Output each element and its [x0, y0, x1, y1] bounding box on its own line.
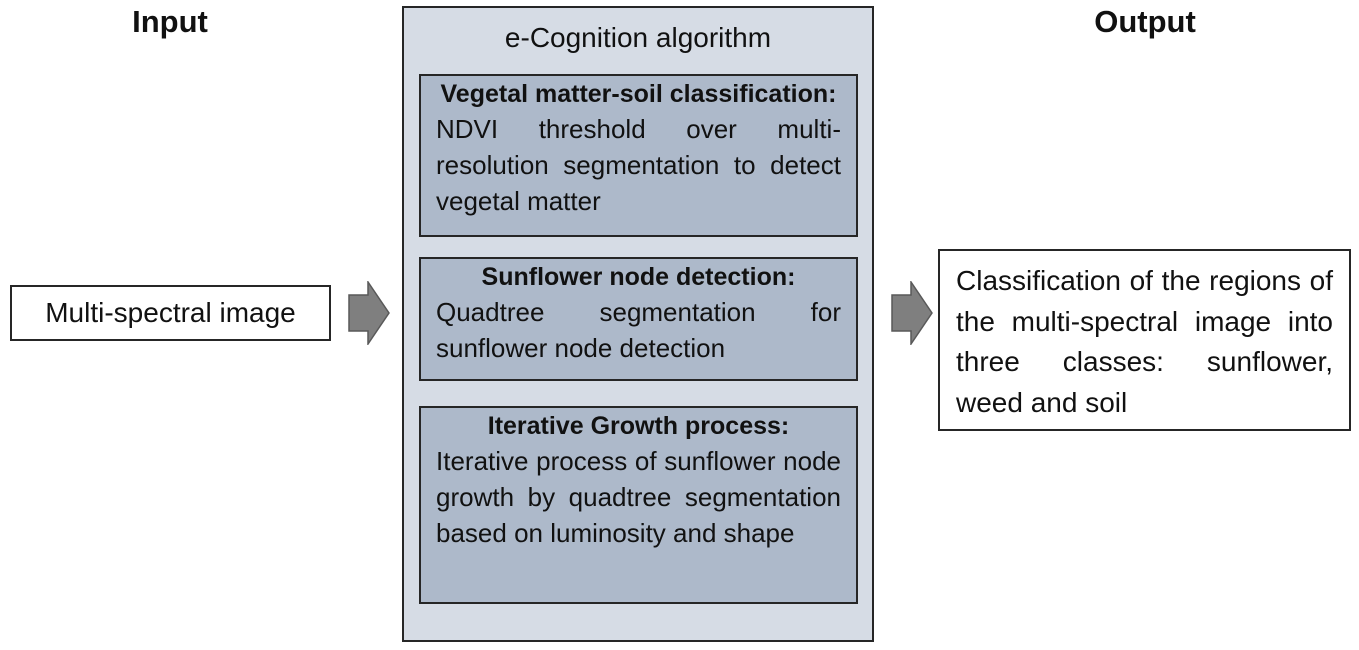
step-description: NDVI threshold over multi-resolution seg… — [436, 114, 841, 216]
arrow-algorithm-to-output-icon — [891, 281, 933, 345]
step-description: Iterative process of sunflower node grow… — [436, 446, 841, 548]
output-box: Classification of the regions of the mul… — [938, 249, 1351, 431]
input-box: Multi-spectral image — [10, 285, 331, 341]
algorithm-title: e-Cognition algorithm — [504, 22, 772, 53]
algorithm-box: e-Cognition algorithm Vegetal matter-soi… — [402, 6, 874, 642]
step-iterative-growth-process: Iterative Growth process: Iterative proc… — [419, 406, 858, 604]
step-title: Sunflower node detection: — [481, 263, 796, 291]
arrow-input-to-algorithm-icon — [348, 281, 390, 345]
step-vegetal-matter-soil-classification: Vegetal matter-soil classification: NDVI… — [419, 74, 858, 237]
input-heading: Input — [132, 4, 208, 39]
output-heading: Output — [1094, 4, 1196, 39]
step-sunflower-node-detection: Sunflower node detection: Quadtree segme… — [419, 257, 858, 381]
input-box-label: Multi-spectral image — [45, 297, 296, 328]
step-title: Iterative Growth process: — [487, 412, 790, 440]
output-box-label: Classification of the regions of the mul… — [956, 265, 1333, 418]
step-title: Vegetal matter-soil classification: — [440, 80, 837, 108]
step-description: Quadtree segmentation for sunflower node… — [436, 297, 841, 363]
